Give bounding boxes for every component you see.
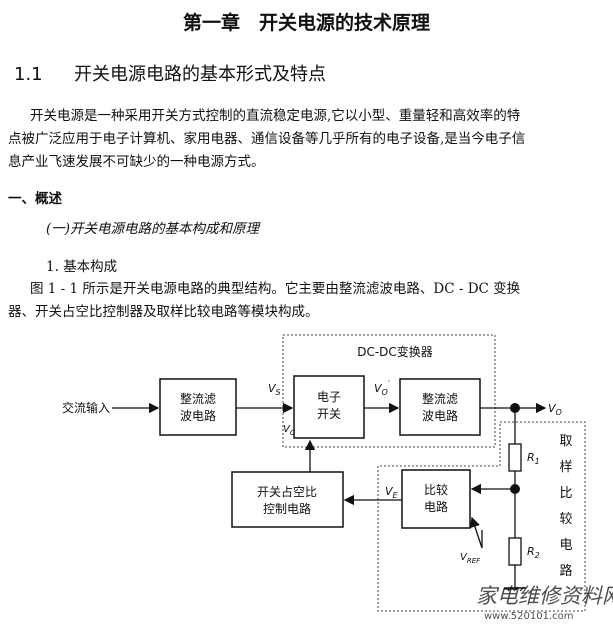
duty-line-2: 控制电路 <box>263 501 311 516</box>
duty-line-1: 开关占空比 <box>257 484 317 499</box>
overview-heading: 一、概述 <box>8 191 62 207</box>
filter-line-1: 整流滤 <box>422 391 458 406</box>
rectifier-line-1: 整流滤 <box>180 391 216 406</box>
item-body-line-1: 图 1 - 1 所示是开关电源电路的典型结构。它主要由整流滤波电路、DC - D… <box>30 281 521 297</box>
comparator-block <box>401 469 471 529</box>
rectifier-block <box>159 378 237 436</box>
svg-text:电: 电 <box>559 538 572 553</box>
rectifier-line-2: 波电路 <box>180 408 216 423</box>
r1-resistor <box>508 443 522 472</box>
sampling-label: 取 样 比 较 电 路 <box>559 434 572 579</box>
vref-label: VREF <box>460 552 481 565</box>
r2-label: R2 <box>527 545 540 560</box>
r2-resistor <box>508 537 522 566</box>
intro-line-3: 息产业飞速发展不可缺少的一种电源方式。 <box>8 154 265 170</box>
item-title: 1. 基本构成 <box>46 259 118 275</box>
item-body-line-2: 器、开关占空比控制器及取样比较电路等模块构成。 <box>8 304 319 320</box>
watermark-url: www.520101.com <box>484 611 574 622</box>
vo-label: VO <box>548 402 562 417</box>
switch-line-1: 电子 <box>317 390 341 404</box>
input-label: 交流输入 <box>62 400 110 415</box>
switch-line-2: 开关 <box>317 407 341 421</box>
svg-text:比: 比 <box>559 486 572 501</box>
filter-block <box>399 378 481 436</box>
switch-block <box>293 375 365 439</box>
vc-label: VC <box>283 424 295 437</box>
section-number: 1.1 <box>14 64 43 85</box>
svg-text:取: 取 <box>559 434 572 449</box>
vs-label: VS <box>268 382 281 397</box>
r1-label: R1 <box>527 451 540 466</box>
comparator-line-2: 电路 <box>424 499 448 514</box>
dcdc-label: DC-DC变换器 <box>357 344 433 359</box>
duty-controller-block <box>231 471 344 528</box>
intro-line-1: 开关电源是一种采用开关方式控制的直流稳定电源,它以小型、重量轻和高效率的特 <box>30 108 521 124</box>
watermark-text: 家电维修资料网 <box>476 584 613 608</box>
chapter-title: 第一章 开关电源的技术原理 <box>182 12 430 34</box>
filter-line-2: 波电路 <box>422 408 458 423</box>
svg-text:路: 路 <box>559 563 572 579</box>
intro-line-2: 点被广泛应用于电子计算机、家用电器、通信设备等几乎所有的电子设备,是当今电子信 <box>8 131 526 147</box>
sampling-region <box>377 421 586 612</box>
ve-label: VE <box>385 485 399 500</box>
svg-text:样: 样 <box>559 460 572 475</box>
svg-text:较: 较 <box>559 512 572 527</box>
subheading: (一)开关电源电路的基本构成和原理 <box>46 221 260 237</box>
dcdc-region <box>282 334 496 448</box>
vo-prime-label: VO′ <box>374 380 390 397</box>
comparator-line-1: 比较 <box>424 482 448 497</box>
section-heading: 1.1 开关电源电路的基本形式及特点 <box>14 60 326 86</box>
section-title: 开关电源电路的基本形式及特点 <box>74 64 326 85</box>
